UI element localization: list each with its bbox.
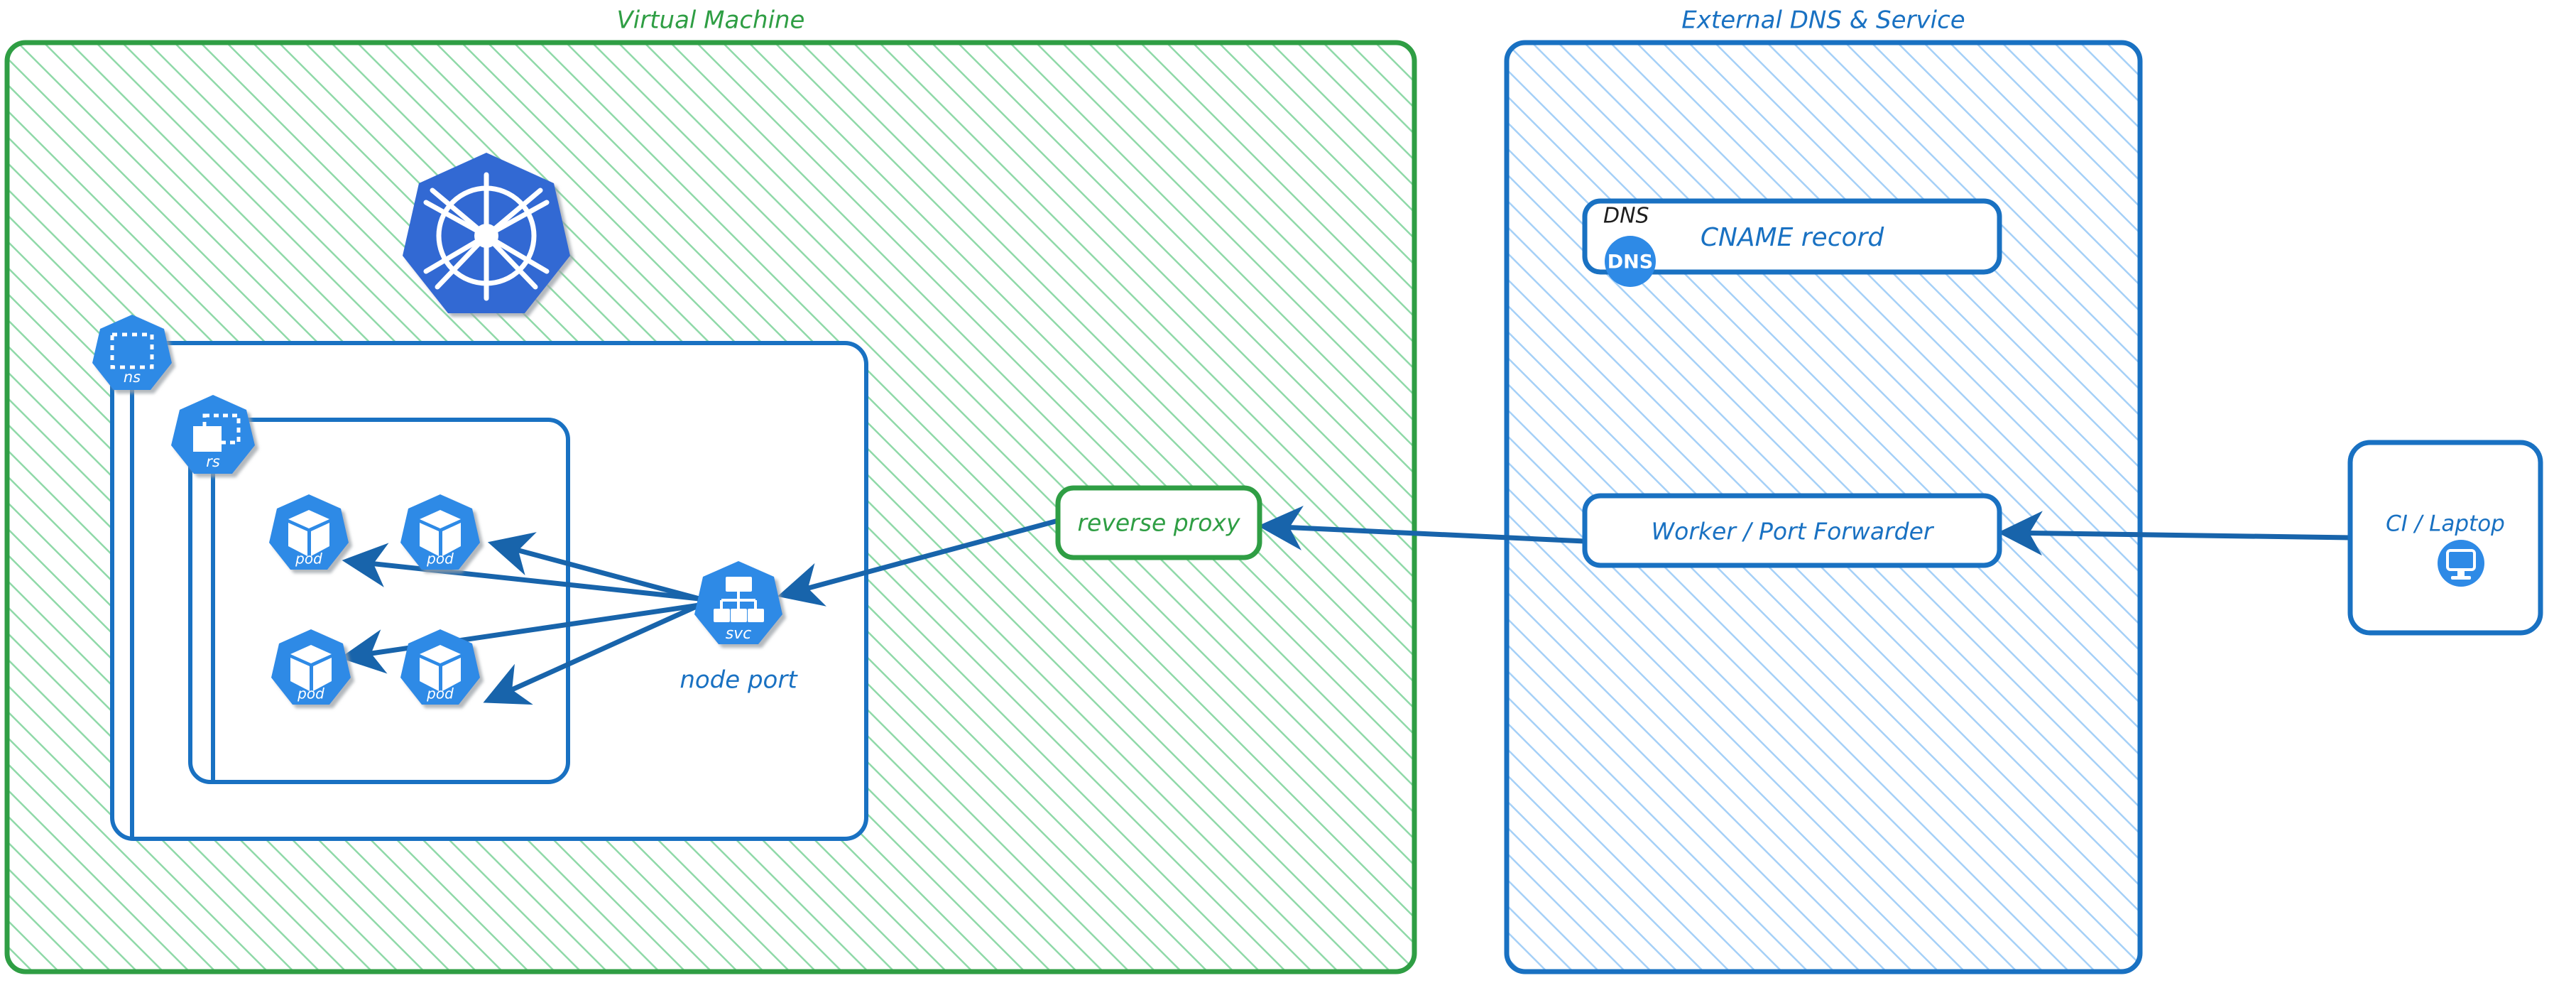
node-port-caption: node port xyxy=(680,666,798,695)
pod-badge-label-1: pod xyxy=(295,550,322,567)
monitor-icon xyxy=(2438,540,2484,587)
dns-circle-text: DNS xyxy=(1608,251,1653,273)
reverse-proxy-node[interactable]: reverse proxy xyxy=(1055,485,1262,560)
pod-icon-4: pod xyxy=(400,629,480,705)
dns-circle-icon xyxy=(1605,236,1656,287)
namespace-icon: ns xyxy=(92,315,172,390)
ci-laptop-label: CI / Laptop xyxy=(2386,511,2505,537)
pod-icon-2: pod xyxy=(400,494,480,570)
arrow-reverse-proxy-to-service xyxy=(777,518,1061,607)
reverse-proxy-label: reverse proxy xyxy=(1077,509,1240,537)
arrow-service-to-pod-4 xyxy=(483,602,702,705)
pod-badge-label-2: pod xyxy=(426,550,454,567)
cname-record-node[interactable]: DNS DNS CNAME record xyxy=(1582,198,2002,287)
worker-port-forwarder-label: Worker / Port Forwarder xyxy=(1652,518,1935,545)
arrow-group xyxy=(339,505,2353,705)
pod-badge-label-4: pod xyxy=(426,685,454,702)
pod-badge-label-3: pod xyxy=(297,685,324,702)
arrow-ci-laptop-to-worker xyxy=(1997,511,2353,556)
dns-badge-label: DNS xyxy=(1603,204,1649,229)
arrow-service-to-pod-2 xyxy=(487,532,702,602)
replicaset-icon: rs xyxy=(171,395,255,474)
service-badge-label: svc xyxy=(726,625,752,643)
namespace-badge-label: ns xyxy=(124,369,141,386)
external-dns-service-label: External DNS & Service xyxy=(1681,6,1965,35)
cname-record-box[interactable] xyxy=(1582,198,2002,275)
arrow-service-to-pod-3 xyxy=(339,602,702,674)
pod-icon-1: pod xyxy=(269,494,349,570)
arrow-worker-to-reverse-proxy xyxy=(1257,505,1588,550)
replicaset-box xyxy=(188,418,570,784)
arrow-service-to-pod-1 xyxy=(342,543,702,602)
worker-port-forwarder-box[interactable] xyxy=(1582,493,2002,568)
reverse-proxy-box[interactable] xyxy=(1055,485,1262,560)
ci-laptop-node[interactable]: CI / Laptop xyxy=(2347,440,2543,636)
virtual-machine-label: Virtual Machine xyxy=(617,6,805,35)
kubernetes-wheel-icon xyxy=(403,153,570,313)
ci-laptop-box[interactable] xyxy=(2347,440,2543,636)
replicaset-badge-label: rs xyxy=(206,453,220,470)
pod-icon-3: pod xyxy=(271,629,351,705)
service-icon: svc xyxy=(694,561,782,644)
cname-record-label: CNAME record xyxy=(1701,223,1885,252)
worker-port-forwarder-node[interactable]: Worker / Port Forwarder xyxy=(1582,493,2002,568)
group-external-dns-service: External DNS & Service xyxy=(1504,6,2143,974)
